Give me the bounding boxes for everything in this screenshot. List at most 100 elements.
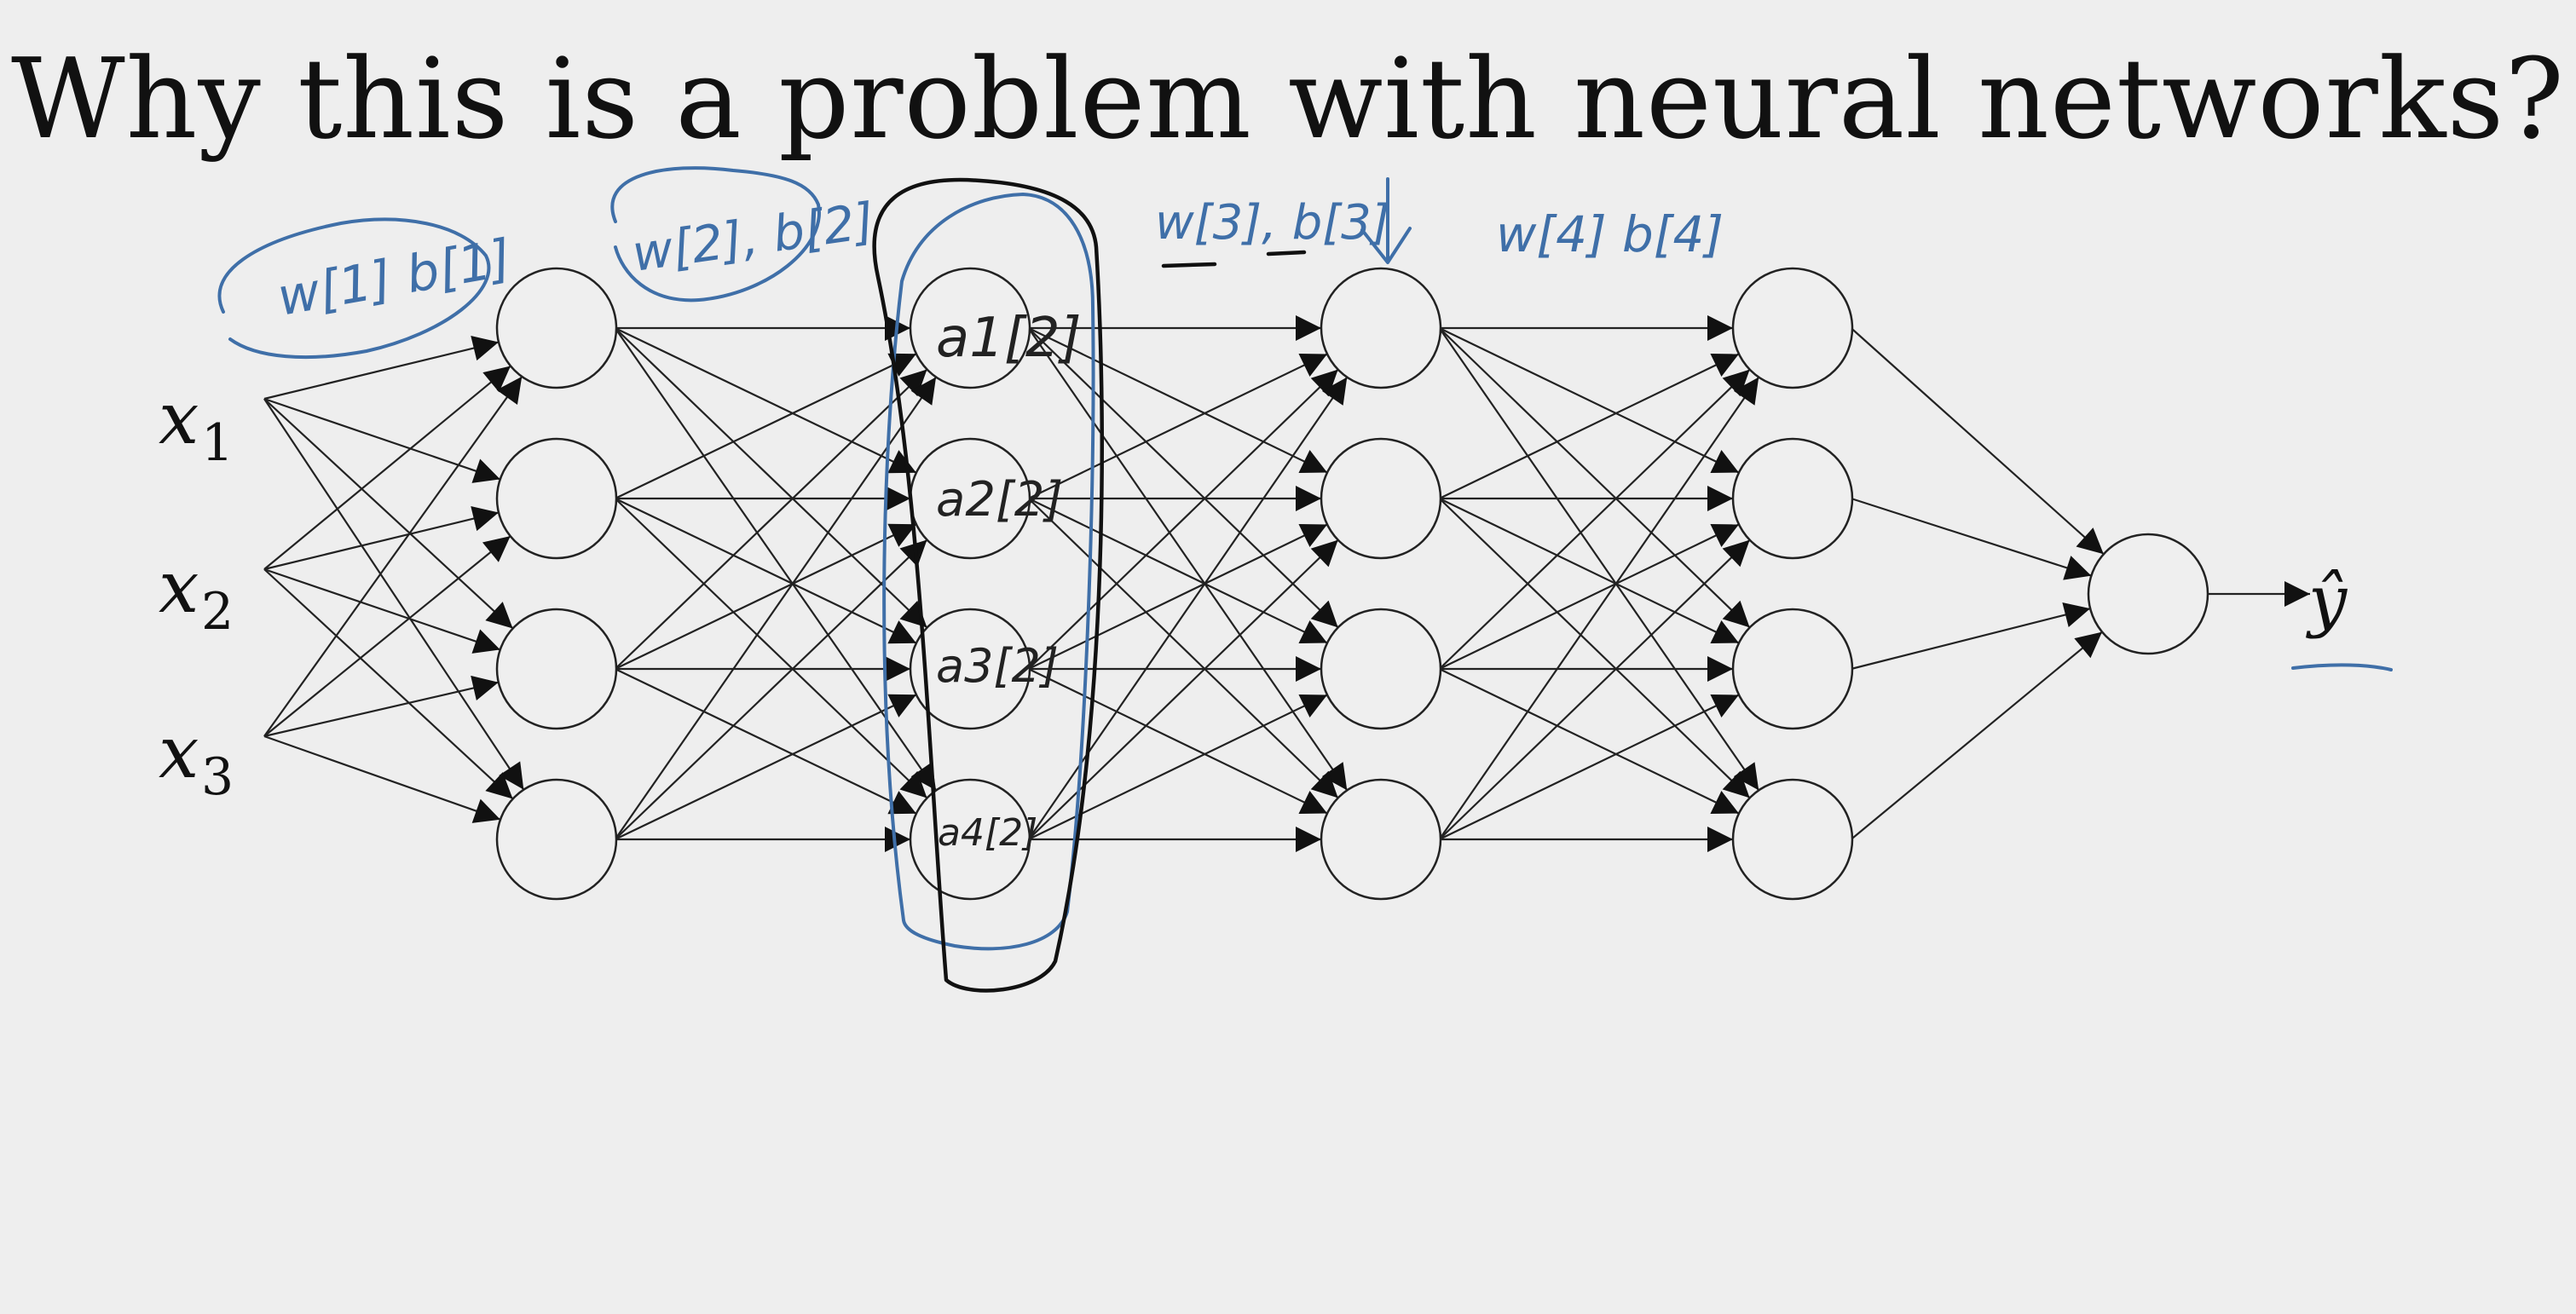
input-x1-subscript: 1 — [201, 413, 234, 473]
edge-l3n2-l4n3 — [1439, 498, 1740, 644]
edge-l4n1-out — [1850, 327, 2105, 556]
edge-x3-l1n1 — [263, 376, 523, 737]
annotation-layer2: w[2], b[2] — [610, 166, 878, 303]
edge-x2-l1n1 — [263, 365, 511, 570]
edge-l3n4-l4n1 — [1438, 376, 1760, 840]
output-underline-ink — [2291, 663, 2393, 671]
edge-l2n1-l3n4 — [1027, 327, 1349, 791]
edge-l2n1-l3n3 — [1027, 327, 1339, 629]
edge-l1n2-l2n4 — [614, 498, 928, 799]
edge-l3n1-l4n2 — [1439, 327, 1740, 474]
layer1-params-label: w[1] b[1] — [273, 228, 515, 328]
edge-x3-l1n4 — [263, 735, 501, 823]
edge-l2n4-l3n2 — [1027, 539, 1339, 840]
edge-l1n2-l2n3 — [615, 498, 917, 644]
edge-l3n4-l4n3 — [1439, 694, 1740, 840]
node-l1-n1 — [495, 267, 618, 389]
input-x2: x 2 — [159, 545, 234, 642]
layer3-down-arrow-head — [1360, 227, 1412, 264]
edge-l1n1-l2n3 — [614, 327, 928, 629]
edge-l2n2-l3n4 — [1027, 498, 1339, 799]
edge-l1n3-l2n4 — [615, 668, 917, 815]
layer2-black-outline — [872, 177, 1105, 993]
input-x3-symbol: x — [159, 711, 199, 794]
edge-l2n1-l3n2 — [1028, 327, 1328, 474]
node-l4-n4 — [1731, 778, 1854, 901]
edge-l3n3-l4n2 — [1439, 523, 1740, 670]
edge-l1n1-l2n2 — [615, 327, 917, 474]
node-l1-n4 — [495, 778, 618, 901]
hidden2-unit-labels: a1[2] a2[2] a3[2] a4[2] — [936, 307, 1082, 855]
nodes-layer — [495, 267, 2209, 901]
edge-l2n2-l3n3 — [1028, 498, 1328, 644]
node-l3-n2 — [1320, 437, 1442, 560]
layer3-underline-b — [1266, 250, 1307, 256]
layer4-params-label: w[4] b[4] — [1496, 205, 1724, 263]
annotation-layer4: w[4] b[4] — [1496, 205, 1724, 263]
node-l4-n2 — [1731, 437, 1854, 560]
edge-l3n2-l4n4 — [1438, 498, 1751, 799]
layer3-underline-w — [1161, 262, 1217, 268]
edge-l3n3-l4n4 — [1439, 668, 1740, 815]
layer2-blue-outline — [882, 193, 1095, 951]
input-x1: x 1 — [159, 377, 234, 473]
edge-l2n3-l3n2 — [1028, 523, 1328, 670]
hidden2-unit1-label: a1[2] — [936, 307, 1082, 370]
node-l2-n3 — [909, 608, 1031, 730]
edge-x2-l1n3 — [263, 568, 501, 654]
edge-x2-l1n4 — [263, 568, 514, 800]
edge-x1-l1n1 — [263, 335, 500, 401]
layer2-ink-loop — [610, 166, 821, 303]
edge-l2n3-l3n1 — [1027, 368, 1339, 670]
node-l1-n3 — [495, 608, 618, 730]
node-l3-n1 — [1320, 267, 1442, 389]
edge-x1-l1n3 — [263, 398, 514, 630]
edge-l2n4-l3n3 — [1028, 694, 1328, 840]
input-x1-symbol: x — [159, 377, 199, 460]
hidden2-unit4-label: a4[2] — [938, 811, 1037, 855]
node-l3-n4 — [1320, 778, 1442, 901]
layer2-params-label: w[2], b[2] — [628, 192, 877, 283]
hidden2-unit2-label: a2[2] — [936, 472, 1063, 527]
edge-l2n3-l3n4 — [1028, 668, 1328, 815]
edge-l1n2-l2n1 — [615, 353, 917, 499]
input-x2-symbol: x — [159, 545, 199, 629]
edge-l4n4-out — [1850, 631, 2103, 840]
edge-x1-l1n4 — [263, 398, 525, 791]
input-x2-subscript: 2 — [201, 582, 234, 642]
hidden2-unit3-label: a3[2] — [936, 639, 1059, 693]
annotation-layer1: w[1] b[1] — [217, 217, 516, 360]
edge-l3n1-l4n3 — [1438, 327, 1751, 629]
edge-l2n4-l3n1 — [1027, 377, 1349, 840]
edge-l3n1-l4n4 — [1438, 327, 1760, 792]
layer3-params-label: w[3], b[3] — [1155, 195, 1390, 251]
edge-l2n2-l3n1 — [1028, 353, 1328, 499]
annotation-layer3: w[3], b[3] — [1155, 177, 1412, 268]
edge-l3n3-l4n1 — [1438, 368, 1751, 670]
node-l3-n3 — [1320, 608, 1442, 730]
edge-l3n2-l4n1 — [1439, 353, 1740, 499]
edge-l1n4-l2n1 — [614, 376, 937, 840]
edge-l4n2-out — [1851, 497, 2092, 580]
node-l4-n1 — [1731, 267, 1854, 389]
input-x3: x 3 — [159, 711, 234, 807]
slide-title: Why this is a problem with neural networ… — [11, 34, 2565, 164]
node-l4-n3 — [1731, 608, 1854, 730]
node-l1-n2 — [495, 437, 618, 560]
edge-l1n4-l2n3 — [615, 694, 917, 840]
edge-x3-l1n2 — [263, 535, 511, 737]
edge-l1n3-l2n1 — [614, 368, 928, 670]
input-x3-subscript: 3 — [201, 747, 234, 807]
edge-l1n1-l2n4 — [614, 327, 937, 792]
output-y-hat: ŷ — [2306, 561, 2348, 640]
node-output — [2087, 533, 2209, 655]
edge-l1n3-l2n2 — [615, 523, 917, 670]
edge-l4n3-out — [1851, 602, 2091, 671]
edge-l1n4-l2n2 — [614, 539, 928, 840]
edge-x3-l1n3 — [263, 675, 500, 738]
edge-x2-l1n2 — [263, 505, 500, 571]
edge-x1-l1n2 — [263, 397, 501, 483]
layer1-ink-loop — [217, 217, 491, 360]
edges-layer — [263, 315, 2310, 852]
